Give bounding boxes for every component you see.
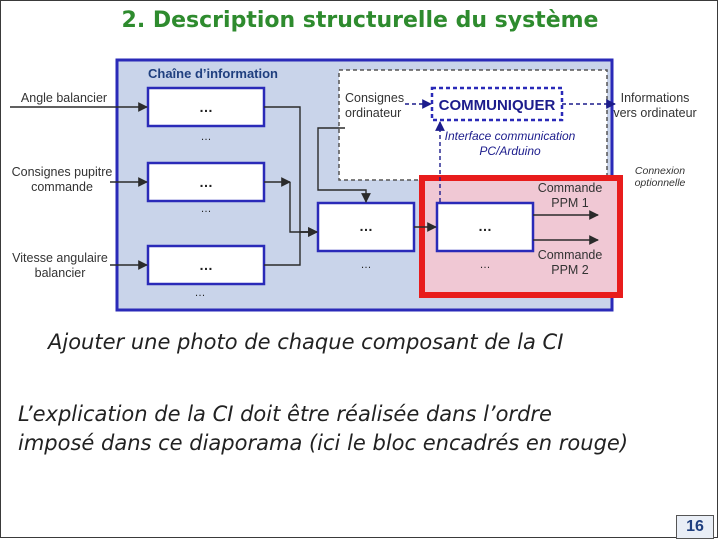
input-block-1 — [146, 86, 266, 128]
middle-block — [316, 201, 416, 253]
connexion-line2: optionnelle — [635, 177, 686, 189]
output-block — [435, 201, 535, 253]
connector-block-3 — [264, 227, 318, 266]
input-2-line2: commande — [31, 180, 93, 194]
output-2-line2: PPM 2 — [551, 263, 589, 277]
middle-block-text: … — [359, 218, 373, 234]
structure-diagram: Chaîne d’information COMMUNIQUER Consign… — [10, 58, 697, 312]
output-2-line1: Commande — [538, 248, 603, 262]
communication-zone — [338, 69, 608, 181]
sub-placeholder-2: … — [201, 203, 212, 215]
connector-consignes — [317, 127, 371, 203]
page-number: 16 — [676, 515, 714, 539]
output-1-line2: PPM 1 — [551, 196, 589, 210]
informations-line1: Informations — [621, 91, 690, 105]
caption-explanation: L’explication de la CI doit être réalisé… — [18, 402, 629, 455]
interface-line2: PC/Arduino — [479, 144, 541, 158]
chain-label: Chaîne d’information — [148, 66, 278, 81]
input-label-1: Angle balancier — [21, 91, 107, 105]
input-3-line1: Vitesse angulaire — [12, 251, 108, 265]
connexion-line1: Connexion — [635, 165, 685, 177]
input-3-line2: balancier — [35, 266, 86, 280]
input-2-line1: Consignes pupitre — [12, 165, 113, 179]
output-1-line1: Commande — [538, 181, 603, 195]
sub-placeholder-1: … — [201, 131, 212, 143]
communiquer-block — [430, 86, 564, 122]
block-3-text: … — [199, 257, 213, 273]
input-block-2 — [146, 161, 266, 203]
interface-line1: Interface communication — [445, 129, 576, 143]
caption-photo: Ajouter une photo de chaque composant de… — [48, 330, 564, 354]
input-1-line1: Angle balancier — [21, 91, 107, 105]
block-1-text: … — [199, 99, 213, 115]
sub-placeholder-output: … — [480, 259, 491, 271]
informations-line2: vers ordinateur — [613, 106, 696, 120]
communiquer-label: COMMUNIQUER — [439, 97, 556, 114]
block-2-text: … — [199, 174, 213, 190]
consignes-ordinateur-line1: Consignes — [345, 91, 404, 105]
sub-placeholder-3: … — [195, 287, 206, 299]
output-block-text: … — [478, 218, 492, 234]
sub-placeholder-middle: … — [361, 259, 372, 271]
slide-title: 2. Description structurelle du système — [121, 8, 599, 33]
consignes-ordinateur-line2: ordinateur — [345, 106, 401, 120]
